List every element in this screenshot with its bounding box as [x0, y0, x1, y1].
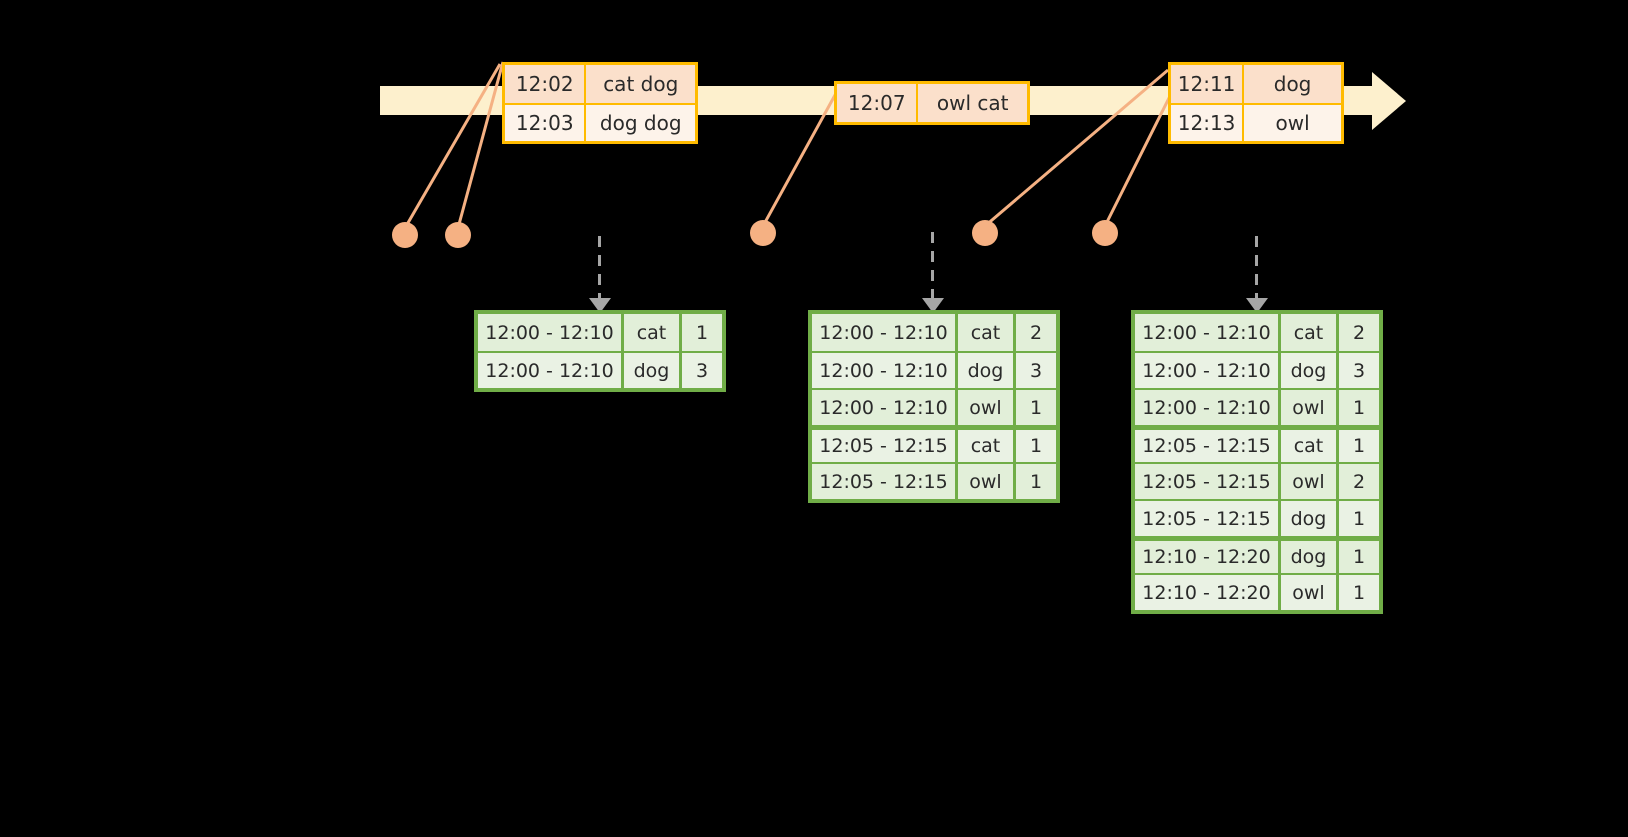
- event-dot-2: [445, 222, 471, 248]
- table-cell-range: 12:05 - 12:15: [1135, 425, 1281, 462]
- event-words: dog: [1244, 65, 1341, 103]
- timeline-event-row: 12:11 dog: [1171, 65, 1341, 103]
- table-cell-count: 1: [1339, 536, 1379, 573]
- event-words: dog dog: [586, 103, 695, 141]
- table-cell-count: 1: [1016, 425, 1056, 462]
- dashed-arrow-3-head-icon: [1246, 298, 1268, 313]
- connector-line-5: [1103, 95, 1172, 227]
- event-time: 12:13: [1171, 103, 1245, 141]
- table-cell-range: 12:00 - 12:10: [478, 314, 624, 351]
- timeline-event-box-2[interactable]: 12:07 owl cat: [834, 81, 1030, 125]
- timeline-arrowhead-icon: [1372, 72, 1406, 130]
- dashed-arrow-1: [598, 236, 601, 298]
- dashed-arrow-2: [931, 232, 934, 298]
- dashed-arrow-2-head-icon: [922, 298, 944, 313]
- timeline-event-row: 12:03 dog dog: [505, 103, 695, 141]
- table-cell-count: 1: [1339, 573, 1379, 610]
- event-dot-5: [1092, 220, 1118, 246]
- table-cell-count: 2: [1339, 462, 1379, 499]
- table-cell-range: 12:10 - 12:20: [1135, 536, 1281, 573]
- table-cell-range: 12:00 - 12:10: [478, 351, 624, 388]
- table-cell-range: 12:00 - 12:10: [812, 388, 958, 425]
- table-cell-count: 2: [1016, 314, 1056, 351]
- dashed-arrow-1-head-icon: [589, 298, 611, 313]
- dashed-arrow-3: [1255, 236, 1258, 298]
- table-cell-word: owl: [958, 388, 1016, 425]
- event-words: owl cat: [918, 84, 1027, 122]
- event-dot-1: [392, 222, 418, 248]
- table-cell-range: 12:00 - 12:10: [1135, 388, 1281, 425]
- table-cell-range: 12:05 - 12:15: [812, 462, 958, 499]
- timeline-event-row: 12:02 cat dog: [505, 65, 695, 103]
- table-cell-count: 3: [1339, 351, 1379, 388]
- table-cell-word: cat: [624, 314, 682, 351]
- table-cell-range: 12:00 - 12:10: [1135, 314, 1281, 351]
- table-cell-word: cat: [1281, 425, 1339, 462]
- event-words: owl: [1244, 103, 1341, 141]
- event-dot-3: [750, 220, 776, 246]
- table-cell-range: 12:05 - 12:15: [1135, 462, 1281, 499]
- table-cell-word: owl: [958, 462, 1016, 499]
- event-time: 12:11: [1171, 65, 1245, 103]
- table-cell-word: owl: [1281, 462, 1339, 499]
- timeline-event-row: 12:07 owl cat: [837, 84, 1027, 122]
- table-cell-count: 2: [1339, 314, 1379, 351]
- table-cell-range: 12:05 - 12:15: [1135, 499, 1281, 536]
- table-cell-word: owl: [1281, 388, 1339, 425]
- table-cell-range: 12:00 - 12:10: [812, 314, 958, 351]
- table-cell-word: cat: [958, 314, 1016, 351]
- table-cell-word: cat: [958, 425, 1016, 462]
- timeline-event-row: 12:13 owl: [1171, 103, 1341, 141]
- event-words: cat dog: [586, 65, 695, 103]
- timeline-event-box-1[interactable]: 12:02 cat dog 12:03 dog dog: [502, 62, 698, 144]
- table-cell-count: 1: [682, 314, 722, 351]
- table-cell-range: 12:05 - 12:15: [812, 425, 958, 462]
- table-cell-word: dog: [1281, 351, 1339, 388]
- table-cell-word: dog: [1281, 499, 1339, 536]
- table-cell-count: 1: [1016, 388, 1056, 425]
- table-cell-count: 1: [1339, 499, 1379, 536]
- table-cell-count: 1: [1339, 388, 1379, 425]
- timeline-event-box-3[interactable]: 12:11 dog 12:13 owl: [1168, 62, 1344, 144]
- table-cell-word: owl: [1281, 573, 1339, 610]
- event-dot-4: [972, 220, 998, 246]
- table-cell-word: dog: [1281, 536, 1339, 573]
- table-cell-word: cat: [1281, 314, 1339, 351]
- event-time: 12:03: [505, 103, 587, 141]
- event-time: 12:02: [505, 65, 587, 103]
- event-time: 12:07: [837, 84, 919, 122]
- table-cell-count: 1: [1339, 425, 1379, 462]
- table-cell-count: 3: [1016, 351, 1056, 388]
- table-cell-range: 12:00 - 12:10: [812, 351, 958, 388]
- table-cell-count: 1: [1016, 462, 1056, 499]
- table-cell-word: dog: [958, 351, 1016, 388]
- table-cell-word: dog: [624, 351, 682, 388]
- table-cell-range: 12:00 - 12:10: [1135, 351, 1281, 388]
- table-cell-count: 3: [682, 351, 722, 388]
- table-cell-range: 12:10 - 12:20: [1135, 573, 1281, 610]
